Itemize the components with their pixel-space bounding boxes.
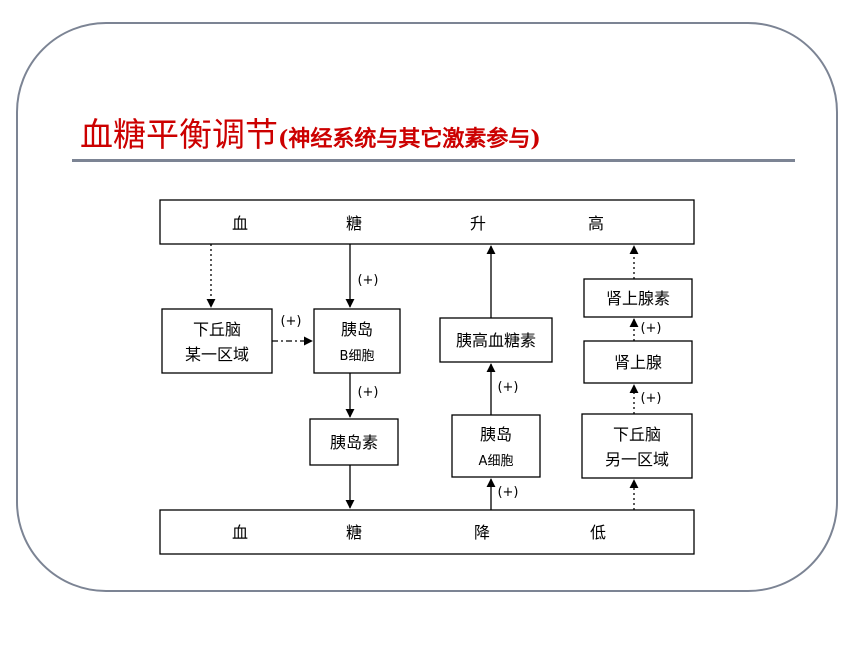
box-adrenal-gland bbox=[583, 340, 693, 384]
box-hypothalamus-b-line1: 下丘脑 bbox=[613, 425, 661, 444]
box-hypothalamus-b bbox=[581, 413, 693, 479]
box-alpha-cell-line1: 胰岛 bbox=[480, 425, 512, 444]
page-title: 血糖平衡调节(神经系统与其它激素参与) bbox=[80, 108, 541, 158]
bar-blood-sugar-rise bbox=[159, 199, 695, 245]
box-beta-cell bbox=[313, 308, 401, 374]
bar-top-char: 高 bbox=[588, 214, 604, 233]
box-glucagon-label: 胰高血糖素 bbox=[456, 331, 536, 350]
title-subtitle: (神经系统与其它激素参与) bbox=[278, 126, 541, 152]
bar-bottom-char: 低 bbox=[590, 523, 606, 542]
plus-label: (+) bbox=[357, 273, 378, 288]
box-alpha-cell-line2: A细胞 bbox=[479, 454, 514, 469]
box-hypothalamus-a bbox=[161, 308, 273, 374]
bar-bottom-char: 血 bbox=[232, 523, 248, 542]
box-insulin-label: 胰岛素 bbox=[330, 433, 378, 452]
title-divider bbox=[72, 159, 795, 162]
box-hypothalamus-b-line2: 另一区域 bbox=[605, 450, 669, 469]
plus-label: (+) bbox=[280, 314, 301, 329]
bar-bottom-char: 降 bbox=[474, 523, 490, 542]
bar-top-char: 血 bbox=[232, 214, 248, 233]
box-alpha-cell bbox=[451, 414, 541, 478]
plus-label: (+) bbox=[497, 380, 518, 395]
slide-frame bbox=[16, 22, 838, 592]
box-adrenaline-label: 肾上腺素 bbox=[606, 289, 670, 308]
plus-label: (+) bbox=[357, 385, 378, 400]
bar-bottom-char: 糖 bbox=[346, 523, 362, 542]
bar-top-char: 糖 bbox=[346, 214, 362, 233]
box-beta-cell-line1: 胰岛 bbox=[341, 320, 373, 339]
box-glucagon bbox=[439, 317, 553, 363]
bar-top-char: 升 bbox=[470, 214, 486, 233]
box-insulin bbox=[309, 418, 399, 466]
box-beta-cell-line2: B细胞 bbox=[340, 349, 375, 364]
box-adrenaline bbox=[583, 278, 693, 318]
box-adrenal-gland-label: 肾上腺 bbox=[614, 353, 662, 372]
box-hypothalamus-a-line2: 某一区域 bbox=[185, 345, 249, 364]
plus-label: (+) bbox=[497, 485, 518, 500]
plus-label: (+) bbox=[640, 391, 661, 406]
title-main: 血糖平衡调节 bbox=[80, 115, 278, 154]
bar-blood-sugar-fall bbox=[159, 509, 695, 555]
box-hypothalamus-a-line1: 下丘脑 bbox=[193, 320, 241, 339]
plus-label: (+) bbox=[640, 321, 661, 336]
